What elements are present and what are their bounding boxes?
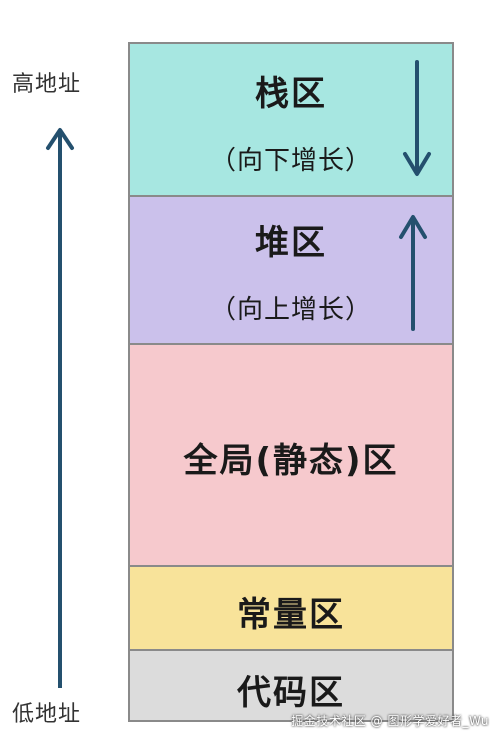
constant-segment-title: 常量区 <box>237 595 345 635</box>
code-segment: 代码区 <box>130 651 452 720</box>
global-static-segment: 全局(静态)区 <box>130 345 452 567</box>
global-static-segment-title: 全局(静态)区 <box>183 441 399 481</box>
stack-segment-note: （向下增长） <box>209 146 372 176</box>
stack-segment-title: 栈区 <box>255 74 327 114</box>
code-segment-title: 代码区 <box>237 673 345 713</box>
high-address-label: 高地址 <box>12 72 82 97</box>
heap-segment: 堆区 （向上增长） <box>130 197 452 345</box>
constant-segment: 常量区 <box>130 567 452 651</box>
watermark: 掘金技术社区 @ 图形学爱好者_Wu <box>291 714 489 728</box>
address-up-arrow-icon <box>46 128 74 688</box>
heap-segment-title: 堆区 <box>255 223 327 263</box>
heap-segment-note: （向上增长） <box>209 295 372 325</box>
arrow-up-icon <box>399 215 427 331</box>
arrow-down-icon <box>403 60 431 176</box>
low-address-label: 低地址 <box>12 702 82 727</box>
memory-segments: 栈区 （向下增长） 堆区 （向上增长） 全局(静态)区 常量区 代码区 <box>128 42 454 722</box>
stack-segment: 栈区 （向下增长） <box>130 44 452 197</box>
